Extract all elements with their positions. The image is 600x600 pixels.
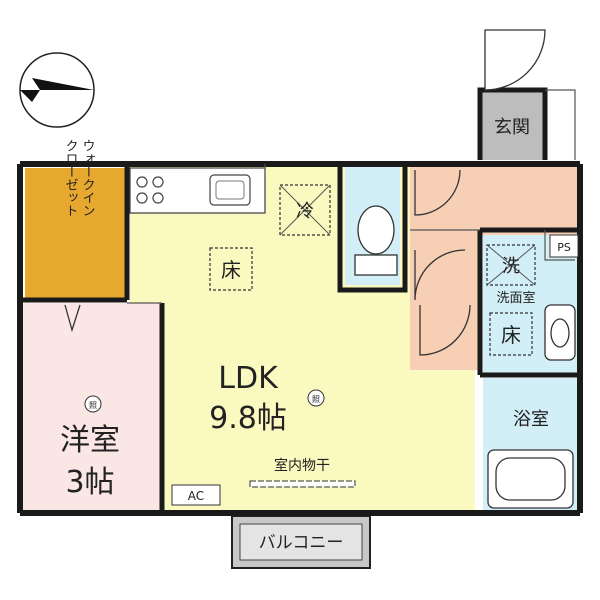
north-arrow-icon	[19, 52, 95, 128]
fridge-mark: 冷	[279, 184, 331, 236]
entrance	[480, 90, 545, 160]
walls	[17, 161, 583, 516]
light-icon-western: 照	[84, 395, 102, 413]
ac-label: AC	[188, 489, 204, 503]
inner-walls	[20, 87, 580, 513]
svg-text:冷: 冷	[296, 201, 314, 222]
balcony-label: バルコニー	[259, 533, 344, 553]
washroom-label: 洗面室	[496, 290, 535, 306]
ac-box	[171, 484, 221, 506]
svg-text:床: 床	[501, 323, 521, 347]
svg-text:照: 照	[312, 395, 320, 404]
ps-label: PS	[557, 241, 571, 254]
wash-basin-icon	[544, 304, 576, 361]
walk-in-closet	[25, 168, 127, 298]
stove-icon	[136, 176, 164, 204]
western-size: 3帖	[65, 465, 114, 500]
washer-mark: 洗	[486, 244, 536, 286]
indoor-drying-bar	[249, 480, 356, 488]
light-icon: 照	[307, 389, 325, 407]
bath-label: 浴室	[513, 409, 549, 430]
corridor	[410, 165, 580, 235]
thin-lines	[127, 89, 576, 304]
bathtub-icon	[487, 449, 574, 509]
ldk-name: LDK	[218, 361, 279, 396]
entrance-label: 玄関	[494, 117, 530, 138]
toilet-icon	[354, 205, 398, 276]
walkin-closet-label: ウォークイン クローゼット	[63, 139, 95, 217]
svg-text:ウォークイン: ウォークイン	[80, 139, 95, 217]
floor-mark-ldk: 床	[209, 247, 253, 291]
ps-box	[549, 234, 579, 258]
svg-text:洗: 洗	[502, 256, 520, 277]
svg-text:クローゼット: クローゼット	[63, 139, 79, 217]
door-swings	[64, 29, 546, 356]
ldk-size: 9.8帖	[209, 401, 287, 436]
western-name: 洋室	[60, 423, 120, 458]
indoor-drying-label: 室内物干	[274, 457, 330, 474]
svg-text:照: 照	[89, 401, 97, 410]
sink-icon	[209, 174, 251, 206]
balcony-inner	[239, 523, 363, 561]
svg-text:床: 床	[221, 258, 241, 282]
floor-mark-washroom: 床	[489, 312, 533, 356]
